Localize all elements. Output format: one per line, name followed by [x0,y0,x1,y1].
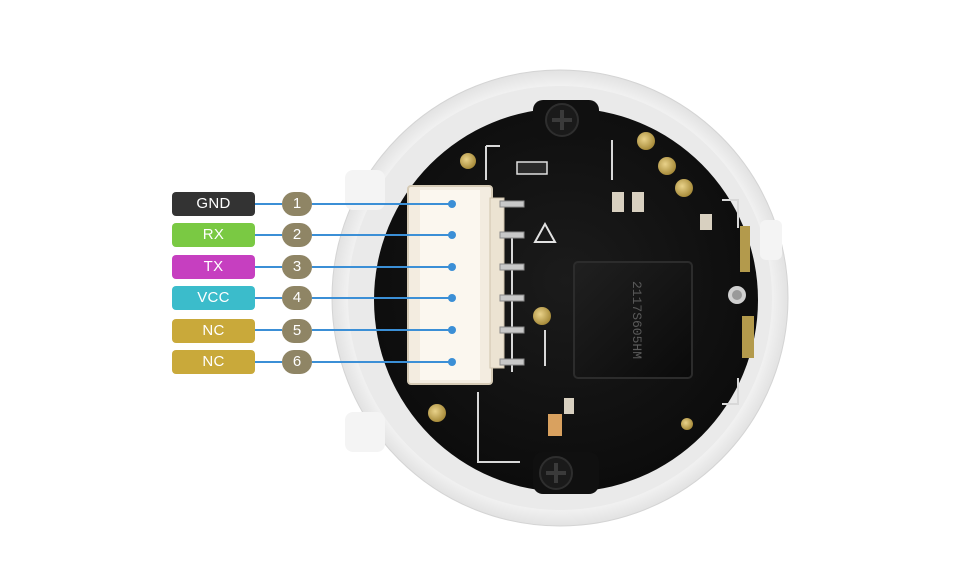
pin-number-1: 1 [282,192,312,216]
ic-chip: 2117S605HM [573,261,693,379]
pin-label-nc-5: NC [172,319,255,343]
pin-number-3: 3 [282,255,312,279]
connector-pins [499,200,525,366]
leader-lines [255,200,456,366]
pin-endpoint-5 [448,326,456,334]
pin-label-tx: TX [172,255,255,279]
pin-endpoint-3 [448,263,456,271]
pin-label-gnd: GND [172,192,255,216]
pin-endpoint-1 [448,200,456,208]
screw-bottom [539,456,573,490]
chip-marking: 2117S605HM [629,281,644,359]
connector-pin-4 [499,294,525,302]
pin-endpoint-2 [448,231,456,239]
pin-label-rx: RX [172,223,255,247]
pin-number-2: 2 [282,223,312,247]
pin-number-5: 5 [282,319,312,343]
pin-endpoint-4 [448,294,456,302]
connector-pin-5 [499,326,525,334]
pin-number-6: 6 [282,350,312,374]
pin-label-nc-6: NC [172,350,255,374]
pin-label-vcc: VCC [172,286,255,310]
pin-number-4: 4 [282,286,312,310]
pin-endpoint-6 [448,358,456,366]
connector-pin-2 [499,231,525,239]
connector-pin-3 [499,263,525,271]
connector-pin-6 [499,358,525,366]
connector-pin-1 [499,200,525,208]
screw-top [545,103,579,137]
